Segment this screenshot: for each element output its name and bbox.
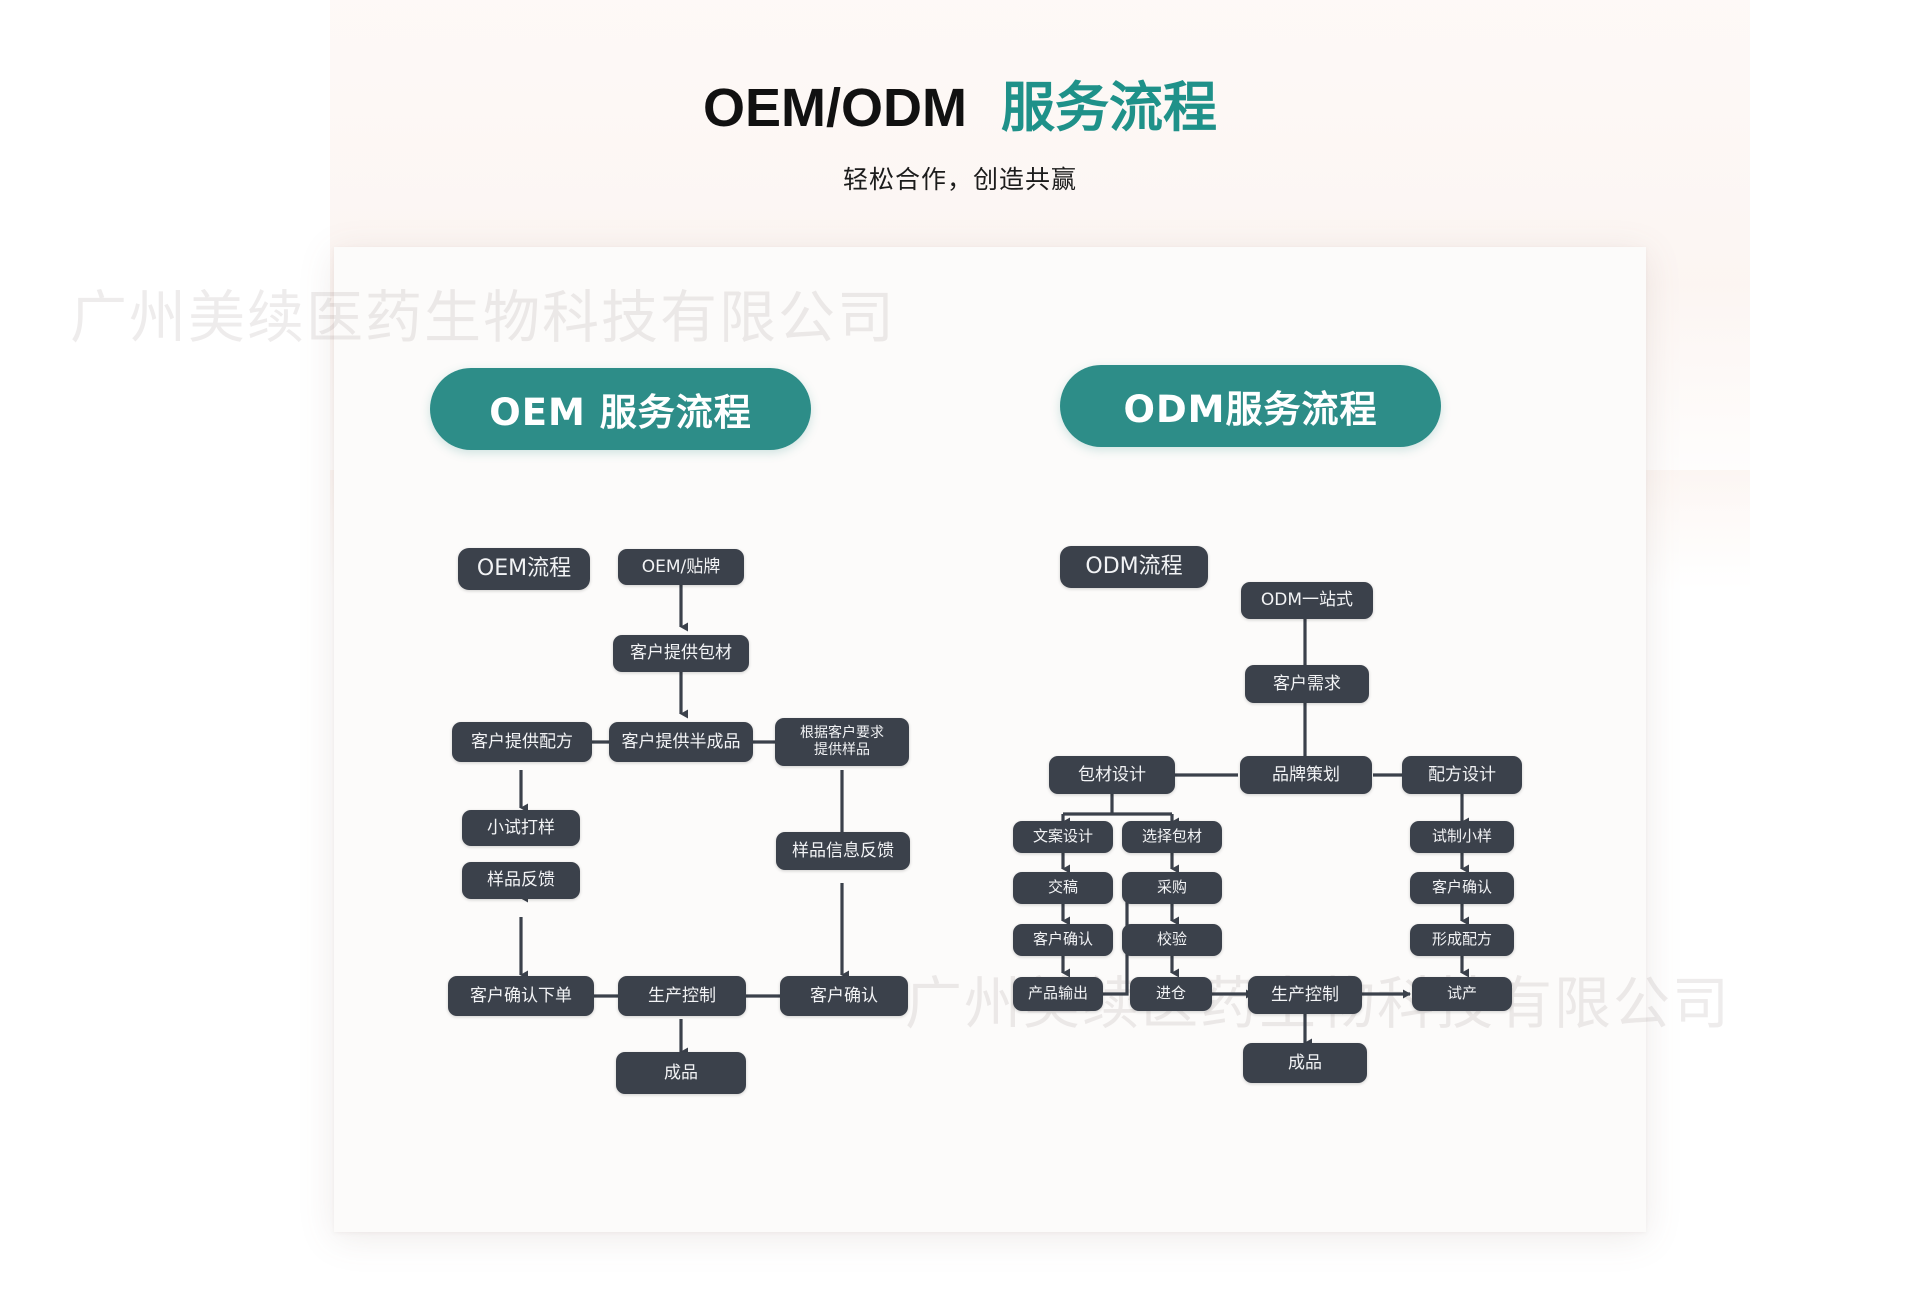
page-header: OEM/ODM 服务流程 轻松合作，创造共赢 (0, 0, 1920, 196)
oem-node-semi[interactable]: 客户提供半成品 (609, 722, 753, 762)
odm-node-demand[interactable]: 客户需求 (1245, 665, 1369, 703)
odm-node-start[interactable]: ODM一站式 (1241, 582, 1373, 619)
odm-node-cust-confirm-left[interactable]: 客户确认 (1013, 924, 1113, 956)
oem-node-production[interactable]: 生产控制 (618, 976, 746, 1016)
odm-node-inspect[interactable]: 校验 (1122, 924, 1222, 956)
odm-node-formula-design[interactable]: 配方设计 (1402, 756, 1522, 794)
odm-flow-header: ODM流程 (1060, 546, 1208, 588)
odm-node-copy-design[interactable]: 文案设计 (1013, 821, 1113, 853)
oem-node-sample-request[interactable]: 根据客户要求提供样品 (775, 718, 909, 766)
oem-node-sample-request-label: 根据客户要求提供样品 (800, 725, 884, 758)
odm-node-submit[interactable]: 交稿 (1013, 872, 1113, 904)
section-pill-oem[interactable]: OEM 服务流程 (430, 368, 811, 450)
odm-node-purchase[interactable]: 采购 (1122, 872, 1222, 904)
oem-node-sample-info[interactable]: 样品信息反馈 (776, 832, 910, 870)
odm-node-finished[interactable]: 成品 (1243, 1043, 1367, 1083)
oem-node-confirm[interactable]: 客户确认 (780, 976, 908, 1016)
odm-node-select-pack[interactable]: 选择包材 (1122, 821, 1222, 853)
page-subtitle: 轻松合作，创造共赢 (842, 165, 1077, 195)
oem-node-sample-feedback[interactable]: 样品反馈 (462, 862, 580, 899)
oem-node-formula[interactable]: 客户提供配方 (452, 722, 592, 762)
oem-node-start[interactable]: OEM/贴牌 (618, 549, 744, 585)
odm-node-production[interactable]: 生产控制 (1248, 976, 1362, 1014)
page-title: OEM/ODM 服务流程 (0, 78, 1920, 138)
odm-node-form-formula[interactable]: 形成配方 (1410, 924, 1514, 956)
odm-node-trial-production[interactable]: 试产 (1412, 977, 1512, 1011)
page-title-en: OEM/ODM (703, 78, 967, 138)
oem-flow-header: OEM流程 (458, 548, 590, 590)
odm-node-warehouse[interactable]: 进仓 (1130, 977, 1212, 1011)
odm-node-brand-plan[interactable]: 品牌策划 (1240, 756, 1372, 794)
oem-node-finished[interactable]: 成品 (616, 1052, 746, 1094)
odm-node-trial-sample[interactable]: 试制小样 (1410, 821, 1514, 853)
odm-node-pack-design[interactable]: 包材设计 (1049, 756, 1175, 794)
oem-node-packaging[interactable]: 客户提供包材 (613, 635, 749, 672)
page-title-cn: 服务流程 (1001, 76, 1217, 139)
odm-node-customer-confirm[interactable]: 客户确认 (1410, 872, 1514, 904)
oem-node-order[interactable]: 客户确认下单 (448, 976, 594, 1016)
oem-node-trial[interactable]: 小试打样 (462, 810, 580, 846)
odm-node-output[interactable]: 产品输出 (1013, 977, 1103, 1011)
section-pill-odm[interactable]: ODM服务流程 (1060, 365, 1441, 447)
